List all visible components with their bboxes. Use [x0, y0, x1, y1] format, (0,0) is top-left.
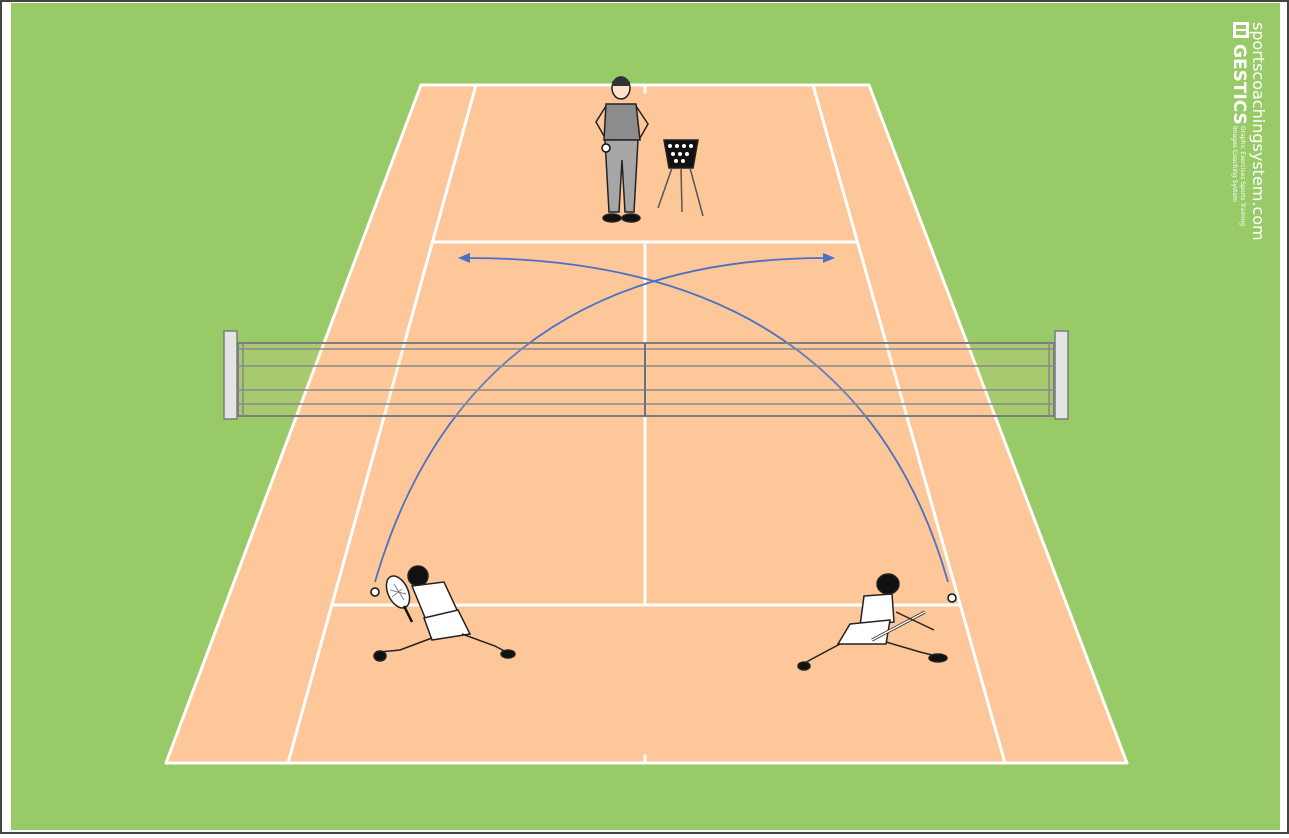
- brand-tagline-1: Graphic Exercises Sports Training: [1239, 126, 1246, 226]
- net-post-right: [1055, 331, 1068, 419]
- brand-tagline-2: Images Coaching System: [1231, 126, 1238, 202]
- coach-shirt: [604, 104, 640, 140]
- player-right-head: [877, 574, 899, 594]
- brand-website: sportscoachingsystem.com: [1249, 22, 1268, 241]
- brand-name: GESTICS: [1229, 44, 1249, 125]
- player-left-head: [408, 566, 428, 586]
- net-post-left: [224, 331, 237, 419]
- net: [224, 331, 1068, 419]
- gestics-logo-icon: [1233, 22, 1249, 38]
- coach-ball: [602, 144, 610, 152]
- player-left-ball: [371, 588, 379, 596]
- player-right-ball: [948, 594, 956, 602]
